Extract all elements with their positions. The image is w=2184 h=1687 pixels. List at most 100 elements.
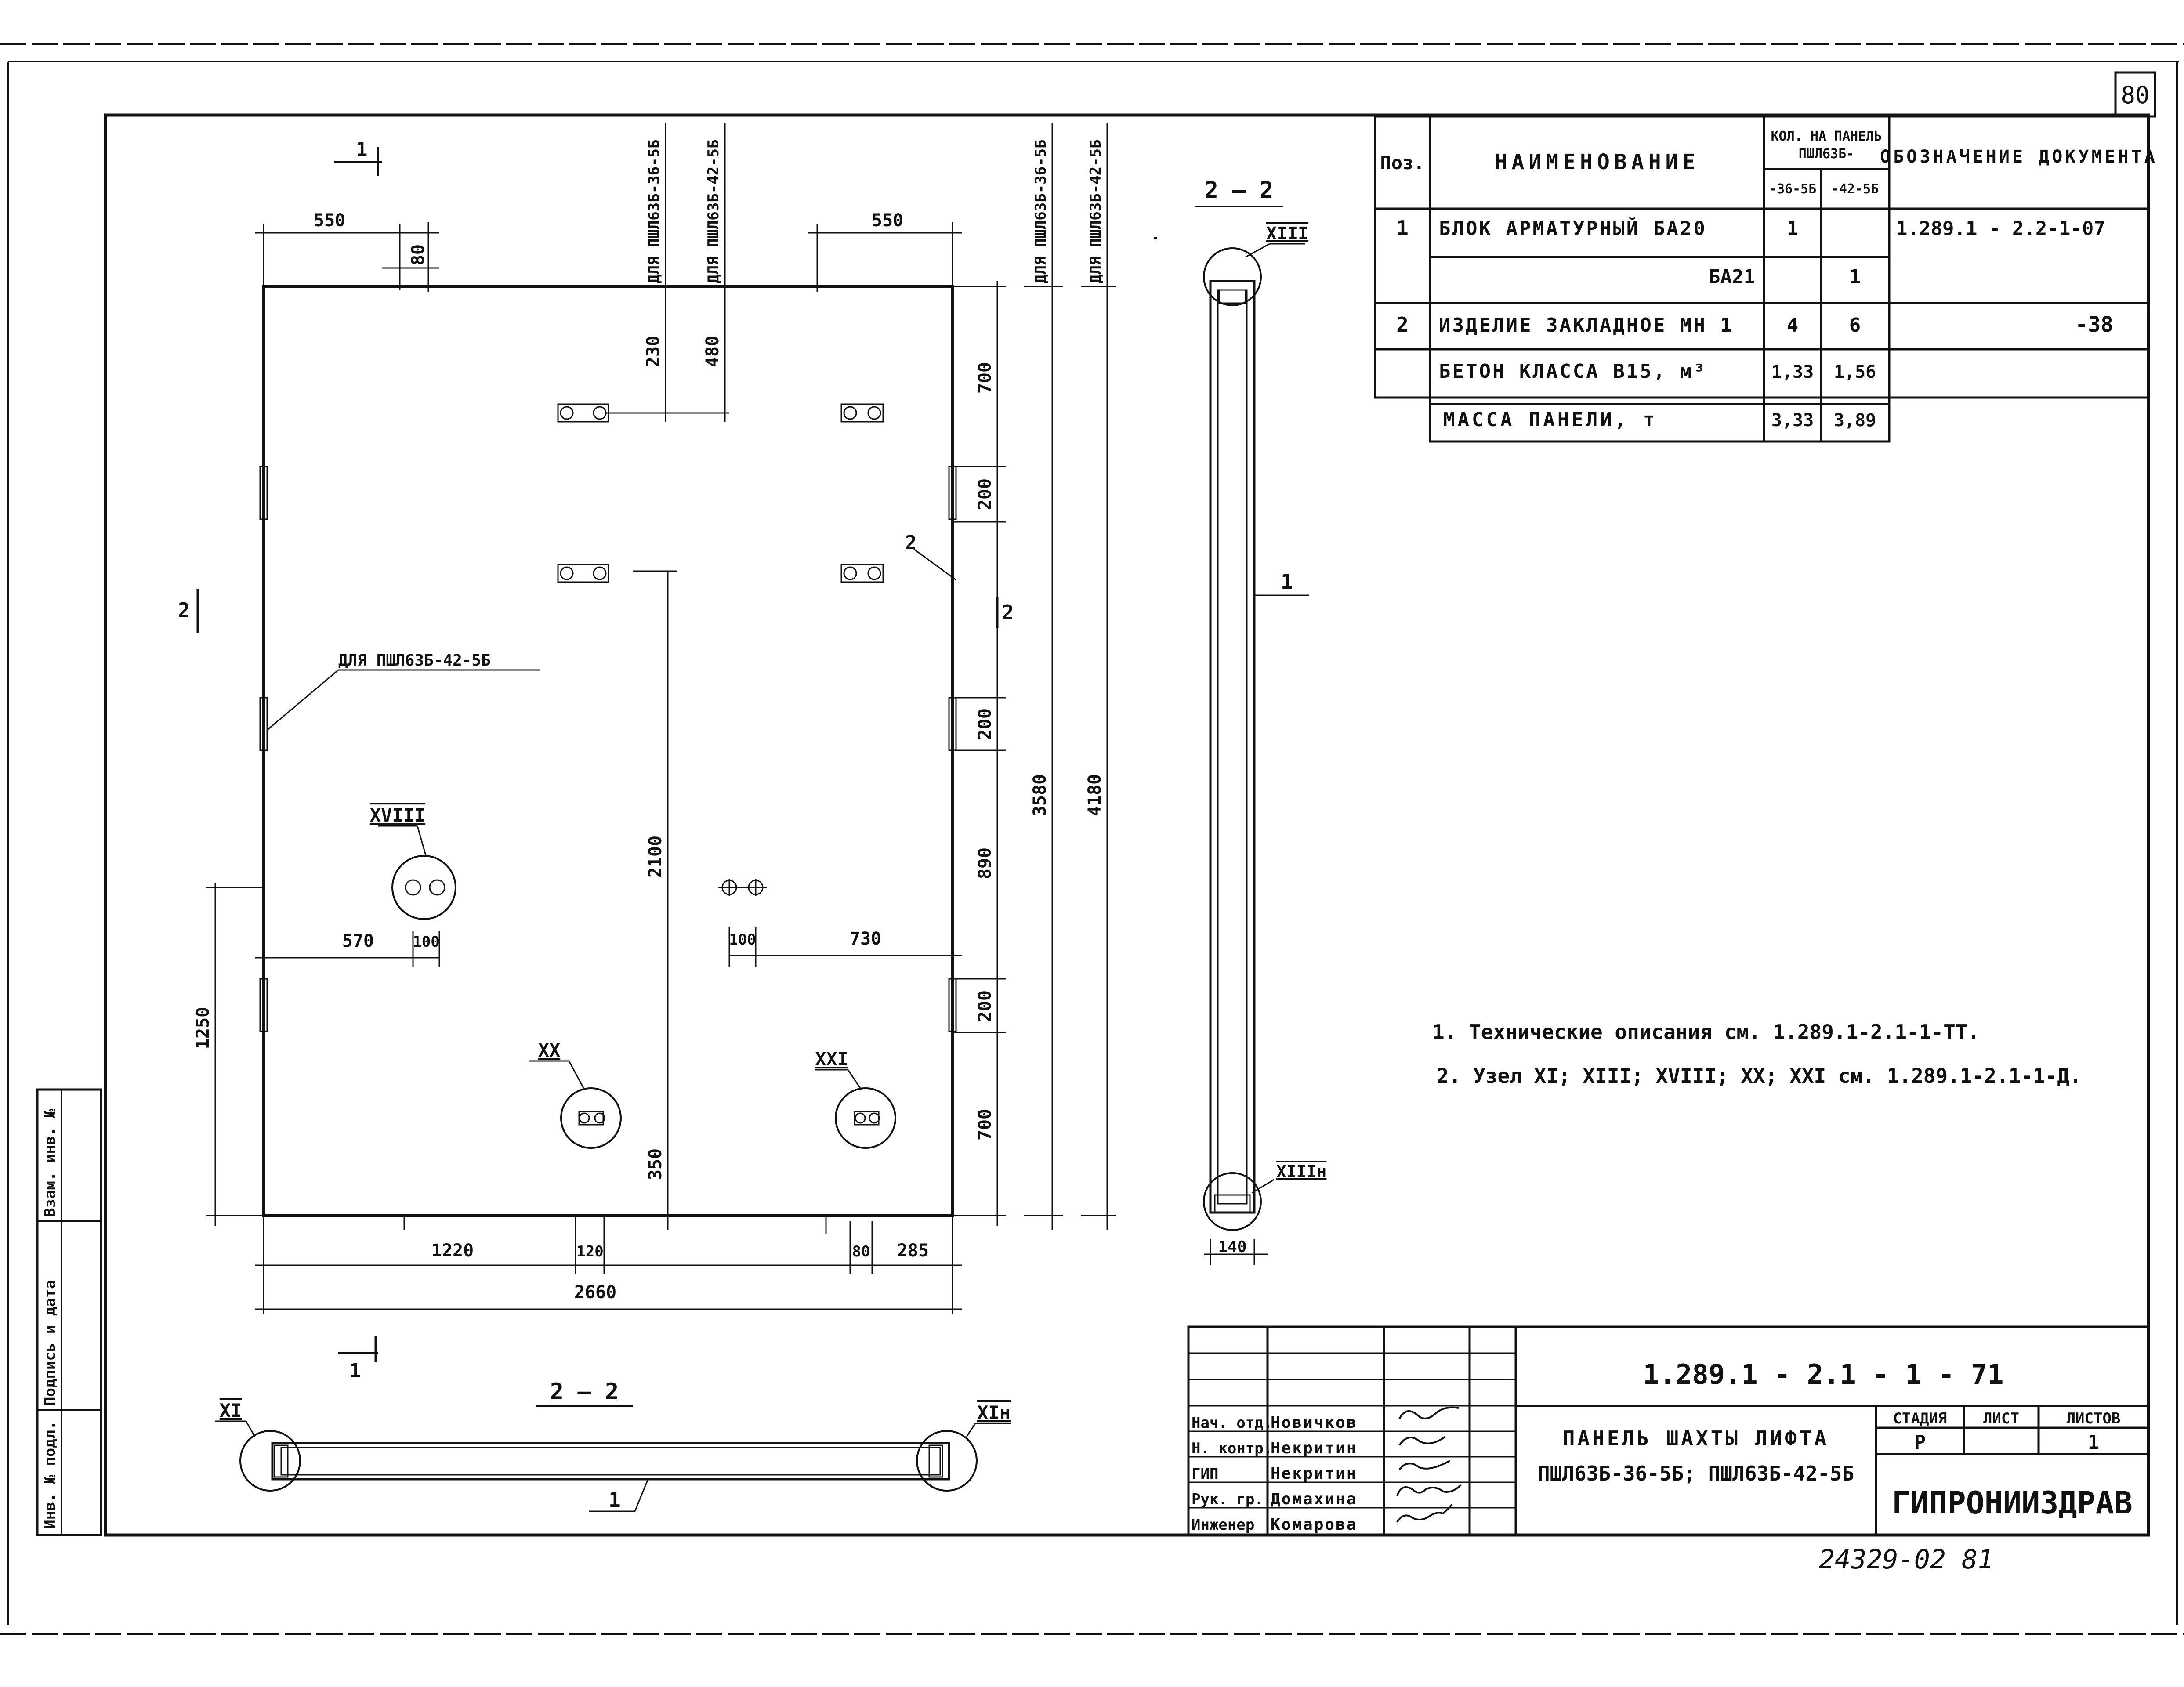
person-role-4: Рук. гр. [1192, 1491, 1264, 1508]
dim-230: 230 [643, 336, 663, 367]
spec-row1-name: БЛОК АРМАТУРНЫЙ БА20 [1439, 217, 1707, 240]
person-role-2: Н. контр. [1192, 1440, 1272, 1457]
spec-row2-name: БА21 [1709, 266, 1755, 288]
spec-row3-doc: -38 [2075, 312, 2113, 337]
section-2-2-horizontal: 2 – 2 XI XIн 1 [215, 1379, 1011, 1512]
dim-140: 140 [1218, 1238, 1246, 1256]
section-mark-2-left: 2 [178, 598, 190, 622]
dim-700-top: 700 [975, 362, 995, 394]
dim-550-left: 550 [314, 210, 345, 231]
callout-pos1-vertical: 1 [1281, 570, 1293, 594]
dim-4180: 4180 [1085, 774, 1105, 816]
dim-120: 120 [576, 1243, 603, 1260]
callout-xin: XIн [977, 1402, 1011, 1423]
dim-700-bottom: 700 [975, 1109, 995, 1140]
spec-row3-b: 6 [1849, 314, 1861, 337]
dim-200-c: 200 [975, 990, 995, 1022]
spec-row5-name: МАССА ПАНЕЛИ, т [1443, 409, 1657, 431]
dim-285: 285 [897, 1241, 929, 1261]
dim-730: 730 [850, 929, 881, 949]
callout-pos2: 2 [905, 532, 917, 554]
dim-100-left: 100 [413, 933, 439, 951]
leader-label: ДЛЯ ПШЛ63Б-42-5Б [338, 652, 491, 670]
sheet-number: 80 [2121, 81, 2149, 109]
spec-head-qty-a: -36-5Б [1769, 181, 1816, 197]
dim-80-top: 80 [408, 244, 428, 265]
dim-200-a: 200 [975, 478, 995, 510]
sheet-frame: 80 [0, 43, 2184, 1635]
vertical-label-1: ДЛЯ ПШЛ63Б-36-5Б [645, 139, 663, 283]
spec-row5-b: 3,89 [1834, 410, 1876, 431]
dim-550-right: 550 [872, 210, 903, 231]
dim-2660: 2660 [574, 1282, 616, 1303]
callout-xx: XX [538, 1039, 561, 1061]
vertical-label-4: ДЛЯ ПШЛ63Б-42-5Б [1087, 139, 1105, 283]
person-role-1: Нач. отд. [1192, 1414, 1272, 1432]
spec-row4-a: 1,33 [1771, 362, 1814, 382]
spec-head-qty-1: КОЛ. НА ПАНЕЛЬ [1771, 129, 1882, 144]
section-2-2-title-horizontal: 2 – 2 [550, 1379, 619, 1405]
person-name-3: Некритин [1271, 1465, 1357, 1483]
spec-row1-pos: 1 [1396, 216, 1409, 240]
notes: 1. Технические описания см. 1.289.1-2.1-… [1432, 1020, 2082, 1088]
dim-1220: 1220 [431, 1241, 474, 1261]
spec-head-qty-b: -42-5Б [1831, 181, 1879, 197]
callout-xiii: XIII [1266, 224, 1308, 244]
spec-table: Поз. НАИМЕНОВАНИЕ КОЛ. НА ПАНЕЛЬ ПШЛ63Б-… [1374, 115, 2158, 443]
footer-archive-number: 24329-02 81 [1819, 1544, 1993, 1575]
spec-row4-name: БЕТОН КЛАССА В15, м³ [1439, 360, 1707, 383]
person-name-2: Некритин [1271, 1439, 1357, 1457]
dim-200-b: 200 [975, 708, 995, 740]
callout-xiiin: XIIIн [1276, 1162, 1326, 1181]
dim-570: 570 [342, 931, 374, 951]
section-2-2-vertical: 2 – 2 XIII 1 XIIIн 140 [1154, 177, 1326, 1265]
title-code: 1.289.1 - 2.1 - 1 - 71 [1643, 1358, 2003, 1390]
spec-row3-name: ИЗДЕЛИЕ ЗАКЛАДНОЕ МН 1 [1439, 314, 1734, 337]
dim-350: 350 [645, 1148, 666, 1180]
title-block: 1.289.1 - 2.1 - 1 - 71 ПАНЕЛЬ ШАХТЫ ЛИФТ… [1187, 1325, 2150, 1536]
spec-head-pos: Поз. [1380, 152, 1424, 174]
person-name-4: Домахина [1271, 1490, 1357, 1508]
dim-1250: 1250 [193, 1007, 213, 1049]
side-stamp: Взам. инв. № Подпись и дата Инв. № подл. [36, 1088, 102, 1536]
section-2-2-title-vertical: 2 – 2 [1205, 177, 1274, 203]
vertical-label-2: ДЛЯ ПШЛ63Б-42-5Б [705, 139, 722, 283]
spec-head-doc: ОБОЗНАЧЕНИЕ ДОКУМЕНТА [1880, 147, 2158, 167]
note-1: 1. Технические описания см. 1.289.1-2.1-… [1432, 1020, 1980, 1044]
title-line-1: ПАНЕЛЬ ШАХТЫ ЛИФТА [1563, 1426, 1829, 1450]
section-mark-2-right: 2 [1002, 601, 1014, 624]
spec-head-qty-2: ПШЛ63Б- [1799, 146, 1854, 162]
spec-row1-doc: 1.289.1 - 2.2-1-07 [1896, 217, 2105, 240]
vertical-labels: ДЛЯ ПШЛ63Б-36-5Б ДЛЯ ПШЛ63Б-42-5Б ДЛЯ ПШ… [645, 123, 1108, 286]
spec-row4-b: 1,56 [1834, 362, 1876, 382]
section-mark-1-bottom: 1 [349, 1360, 361, 1382]
dim-80-bottom: 80 [852, 1243, 870, 1260]
dim-3580: 3580 [1030, 774, 1050, 816]
person-role-5: Инженер [1192, 1516, 1254, 1534]
dim-480: 480 [703, 336, 723, 367]
callout-xviii: XVIII [370, 804, 425, 826]
title-sheets-header: ЛИСТОВ [2067, 1410, 2121, 1427]
side-stamp-sign: Подпись и дата [41, 1280, 59, 1406]
title-organization: ГИПРОНИИЗДРАВ [1892, 1485, 2133, 1521]
dim-2100: 2100 [645, 836, 666, 878]
side-stamp-inv: Инв. № подл. [41, 1421, 59, 1529]
dim-890: 890 [975, 847, 995, 879]
spec-row5-a: 3,33 [1771, 410, 1814, 431]
spec-row2-b: 1 [1849, 266, 1861, 288]
dim-100-right: 100 [729, 931, 756, 948]
section-mark-1-top: 1 [356, 138, 368, 161]
spec-head-name: НАИМЕНОВАНИЕ [1495, 150, 1700, 174]
person-name-5: Комарова [1271, 1516, 1357, 1534]
title-stage-header: СТАДИЯ [1893, 1410, 1947, 1427]
title-sheet-header: ЛИСТ [1983, 1410, 2019, 1427]
spec-row3-pos: 2 [1396, 313, 1409, 337]
callout-pos1-horizontal: 1 [608, 1488, 621, 1512]
spec-row3-a: 4 [1787, 314, 1799, 337]
person-name-1: Новичков [1271, 1414, 1357, 1432]
side-stamp-vzam: Взам. инв. № [41, 1109, 59, 1217]
signatures [1396, 1406, 1462, 1523]
title-line-2: ПШЛ63Б-36-5Б; ПШЛ63Б-42-5Б [1538, 1462, 1854, 1485]
note-2: 2. Узел XI; XIII; XVIII; XX; XXI см. 1.2… [1437, 1064, 2082, 1088]
